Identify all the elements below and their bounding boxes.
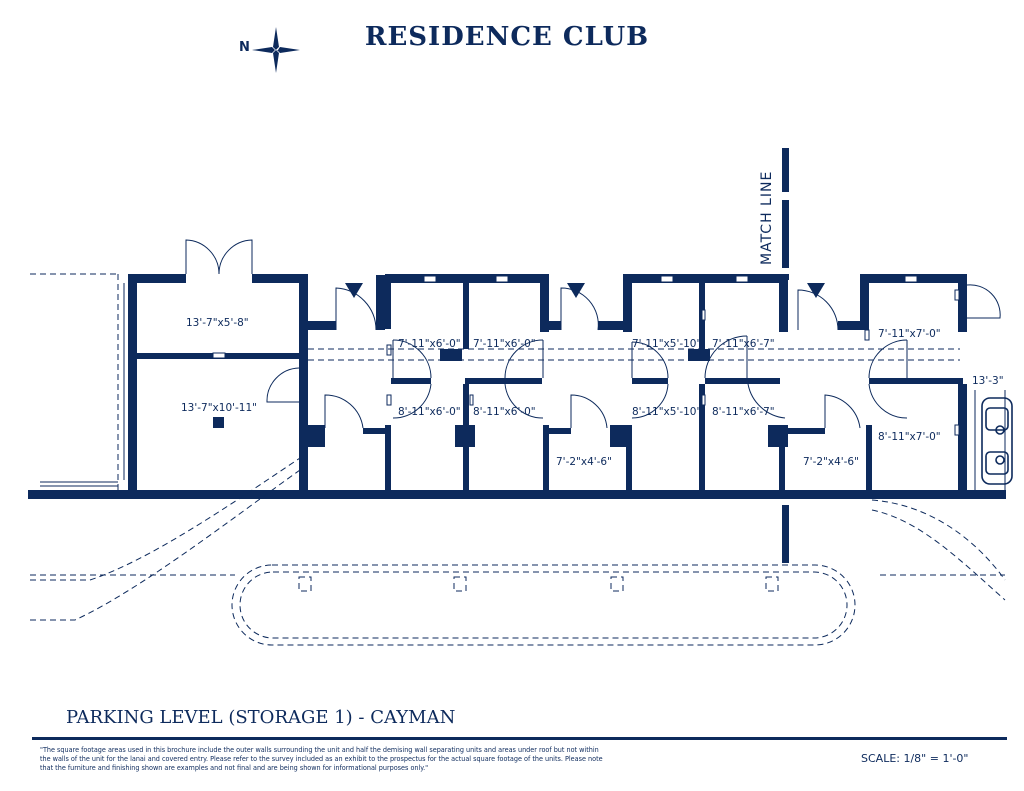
match-line-label: MATCH LINE <box>759 171 775 265</box>
room-label: 7'-2"x4'-6" <box>803 456 859 468</box>
room-label: 8'-11"x6'-7" <box>712 406 775 418</box>
floor-drain-icon <box>213 417 224 428</box>
room-label: 7'-2"x4'-6" <box>556 456 612 468</box>
room-label: 8'-11"x6'-0" <box>398 406 461 418</box>
room-label: 7'-11"x6'-7" <box>712 338 775 350</box>
room-label: 7'-11"x5'-10" <box>632 338 701 350</box>
room-label: 8'-11"x6'-0" <box>473 406 536 418</box>
room-label: 7'-11"x6'-0" <box>398 338 461 350</box>
title-rule <box>32 737 1007 740</box>
page-title: RESIDENCE CLUB <box>364 22 650 52</box>
room-label: 13'-7"x10'-11" <box>181 402 257 414</box>
room-label: 7'-11"x7'-0" <box>878 328 941 340</box>
vehicle-icon <box>981 397 1013 485</box>
drawing-subtitle: PARKING LEVEL (STORAGE 1) - CAYMAN <box>66 707 456 728</box>
disclaimer-text: "The square footage areas used in this b… <box>40 745 603 772</box>
room-label: 8'-11"x5'-10" <box>632 406 701 418</box>
room-label: 7'-11"x6'-0" <box>473 338 536 350</box>
scale-note: SCALE: 1/8" = 1'-0" <box>861 752 969 765</box>
compass-rose-icon <box>252 27 300 73</box>
room-label: 8'-11"x7'-0" <box>878 431 941 443</box>
room-label: 13'-3" <box>972 375 1004 387</box>
room-label: 13'-7"x5'-8" <box>186 317 249 329</box>
north-label: N <box>239 40 250 55</box>
